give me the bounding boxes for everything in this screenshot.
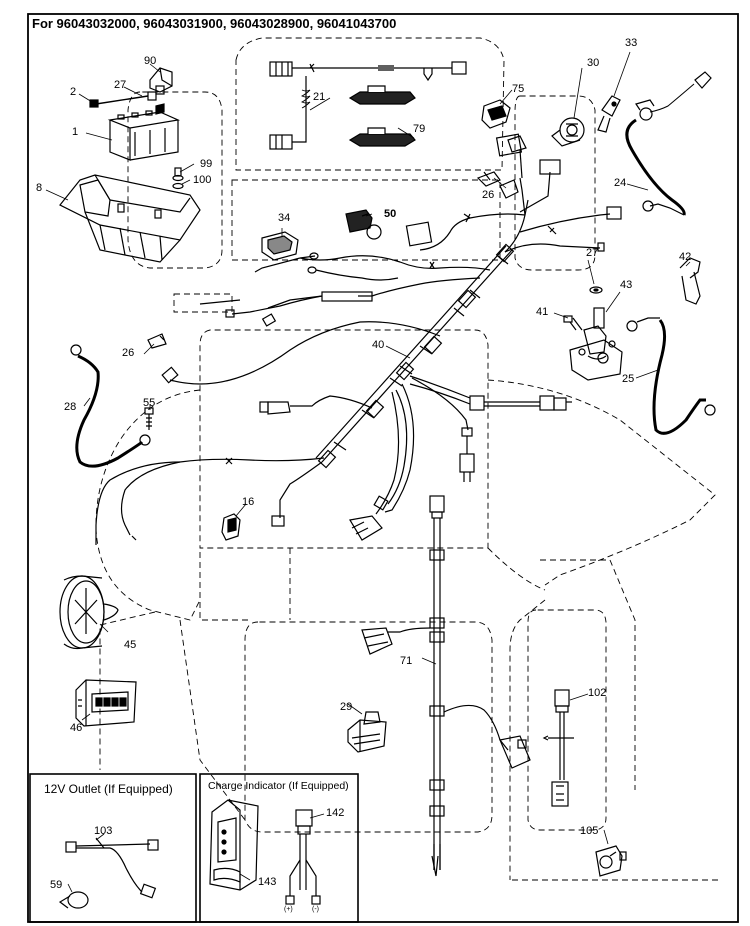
battery-cable-positive [625,71,712,216]
callout-43: 43 [620,279,633,291]
outlet-harness [58,837,159,909]
top-harness [269,61,467,150]
callout-2: 2 [70,86,77,98]
washer-screw [172,167,184,190]
battery-tray [59,174,201,263]
callout-8: 8 [36,182,43,194]
callout-29: 29 [340,701,353,713]
callout-50: 50 [384,208,397,220]
harness-102 [542,689,574,807]
rear-harness [361,495,531,877]
callout-27-right: 27 [586,247,599,259]
ignition-key [597,95,621,133]
callout-102: 102 [588,687,607,699]
callout-34: 34 [278,212,291,224]
callout-143: 143 [258,876,277,888]
connector-16 [221,513,241,541]
battery [107,103,181,161]
charge-meter [75,679,137,727]
battery-cable-negative [626,317,716,435]
seat-switch [345,209,382,240]
callout-99: 99 [200,158,213,170]
ground-cable [70,344,151,468]
callout-28: 28 [64,401,77,413]
hour-meter [59,575,119,650]
dashed-outlines [95,37,720,881]
light-switch [261,231,299,261]
negative-terminal-label: (-) [312,906,319,913]
callout-71: 71 [400,655,413,667]
main-harness [95,135,622,545]
outlet-inset-box [29,773,197,923]
page-title: For 96043032000, 96043031900, 9604302890… [32,16,397,31]
charge-inset-title: Charge Indicator (If Equipped) [208,780,349,792]
callout-40: 40 [372,339,385,351]
callout-24: 24 [614,177,627,189]
starter-solenoid [569,286,623,381]
callout-100: 100 [193,174,212,186]
solenoid-105 [595,845,627,877]
callout-26-top: 26 [482,189,495,201]
callout-1: 1 [72,126,79,138]
fuse-cover [495,133,523,157]
clip-26-top [476,171,501,187]
page-border [27,13,739,923]
outlet-inset-title: 12V Outlet (If Equipped) [44,782,173,796]
callout-42: 42 [679,251,692,263]
callout-59: 59 [50,879,63,891]
callout-105: 105 [580,825,599,837]
callout-27-top: 27 [114,79,127,91]
charge-indicator-parts [209,799,321,905]
callout-90: 90 [144,55,157,67]
ground-bolt [144,407,154,430]
callout-21: 21 [313,91,326,103]
callout-30: 30 [587,57,600,69]
callout-16: 16 [242,496,255,508]
callout-26-left: 26 [122,347,135,359]
leader-lines [45,51,691,893]
relay [481,99,511,129]
fuse-holder [405,221,433,247]
callout-75: 75 [512,83,525,95]
callout-45: 45 [124,639,137,651]
callout-33: 33 [625,37,638,49]
positive-terminal-label: (+) [284,906,293,913]
callout-25: 25 [622,373,635,385]
switch-29 [347,711,387,753]
callout-46: 46 [70,722,83,734]
callout-103: 103 [94,825,113,837]
callout-142: 142 [326,807,345,819]
terminal-cap [149,67,173,93]
charge-inset-box [199,773,359,923]
brackets [348,85,416,147]
callout-41: 41 [536,306,549,318]
terminal-boot [679,257,701,305]
callout-79: 79 [413,123,426,135]
callout-55: 55 [143,397,156,409]
clip-26-left [147,333,167,349]
ignition-switch [551,117,585,147]
solenoid-bolt [563,315,583,331]
